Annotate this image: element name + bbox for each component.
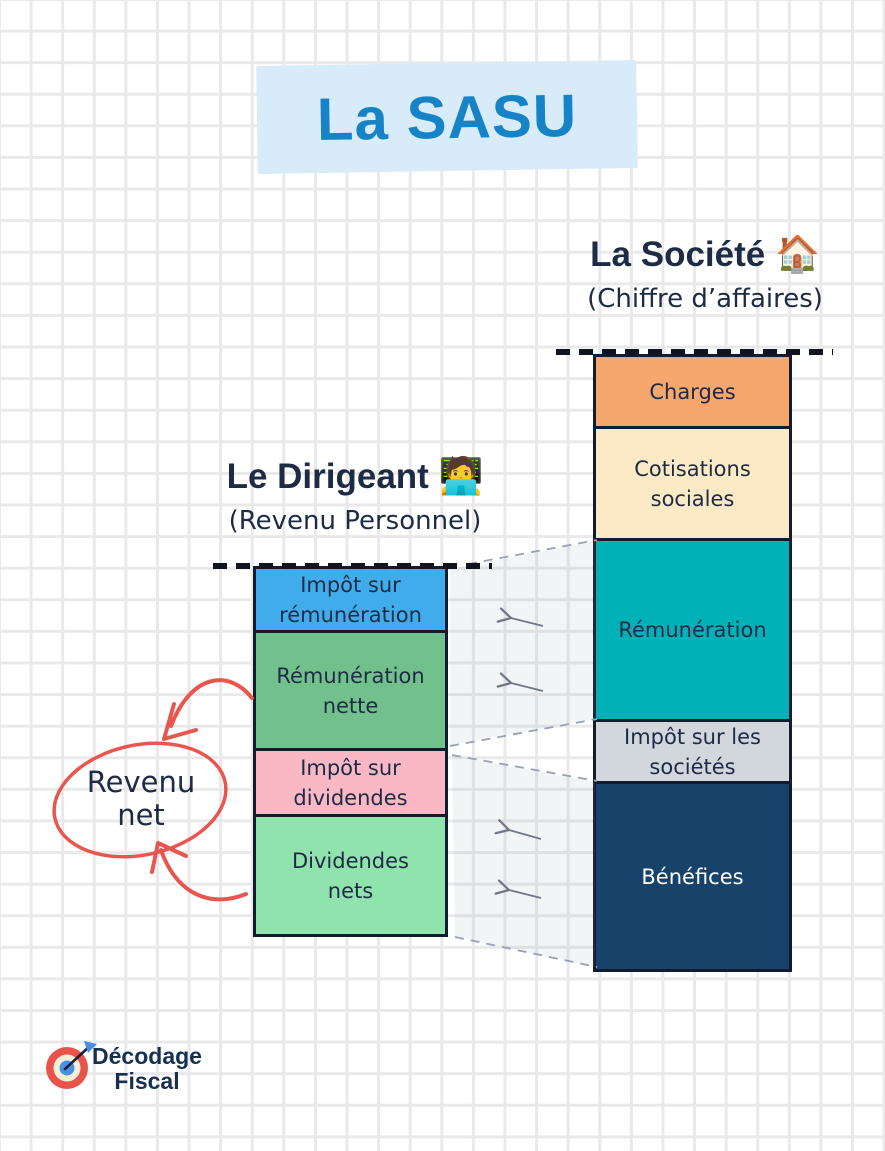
logo-target-icon: [46, 1041, 97, 1089]
connector-dashed-lines: [449, 539, 598, 968]
funnel-remuneration: [450, 541, 595, 745]
company-heading-block: La Société 🏠 (Chiffre d’affaires): [545, 233, 865, 314]
segment-remuneration: Rémunération: [596, 541, 789, 722]
red-arrow-bottom: [159, 848, 248, 902]
segment-label: Rémunération nette: [276, 663, 425, 718]
segment-impot-dividendes: Impôt sur dividendes: [256, 751, 445, 817]
director-stacked-bar: Impôt sur rémunération Rémunération nett…: [253, 566, 448, 937]
segment-label: Impôt sur rémunération: [279, 572, 422, 627]
page-title: La SASU: [316, 81, 578, 153]
logo-wordmark: Décodage Fiscal: [92, 1044, 202, 1094]
segment-label: Dividendes nets: [291, 848, 410, 903]
technologist-icon: 🧑‍💻: [438, 455, 484, 496]
red-arrow-top-head: [162, 702, 198, 741]
company-heading: La Société 🏠: [545, 233, 865, 275]
segment-dividendes-nets: Dividendes nets: [256, 817, 445, 934]
director-heading-block: Le Dirigeant 🧑‍💻 (Revenu Personnel): [195, 455, 515, 536]
flow-arrow-icons: [494, 607, 544, 899]
logo-line2: Fiscal: [114, 1068, 180, 1094]
segment-impot-societes: Impôt sur les sociétés: [596, 722, 789, 784]
funnel-benefices: [452, 755, 595, 967]
segment-remuneration-nette: Rémunération nette: [256, 633, 445, 751]
segment-label: Cotisations sociales: [634, 456, 751, 511]
red-arrow-bottom-head: [150, 841, 188, 874]
company-heading-label: La Société: [590, 235, 766, 274]
segment-label: Impôt sur dividendes: [293, 755, 408, 810]
title-banner: La SASU: [256, 60, 638, 174]
director-heading-label: Le Dirigeant: [226, 457, 429, 496]
segment-label: Charges: [649, 379, 736, 404]
flow-arrow-icon: [494, 819, 542, 840]
segment-cotisations-sociales: Cotisations sociales: [596, 429, 789, 541]
flow-arrow-icon: [496, 607, 544, 627]
revenu-net-label: Revenu net: [86, 765, 196, 832]
segment-label: Bénéfices: [641, 864, 744, 889]
director-subtitle: (Revenu Personnel): [228, 506, 482, 536]
segment-label: Rémunération: [618, 618, 767, 642]
flow-arrow-icon: [496, 672, 544, 692]
director-heading: Le Dirigeant 🧑‍💻: [195, 455, 515, 497]
segment-benefices: Bénéfices: [596, 784, 789, 969]
segment-impot-remuneration: Impôt sur rémunération: [256, 569, 445, 633]
red-arrow-top: [169, 678, 254, 728]
company-subtitle: (Chiffre d’affaires): [587, 284, 823, 314]
logo-line1: Décodage: [92, 1043, 202, 1069]
house-icon: 🏠: [774, 233, 820, 274]
company-stacked-bar: Charges Cotisations sociales Rémunératio…: [593, 354, 792, 972]
segment-label: Impôt sur les sociétés: [624, 724, 761, 779]
segment-charges: Charges: [596, 357, 789, 429]
flow-arrow-icon: [494, 879, 542, 899]
